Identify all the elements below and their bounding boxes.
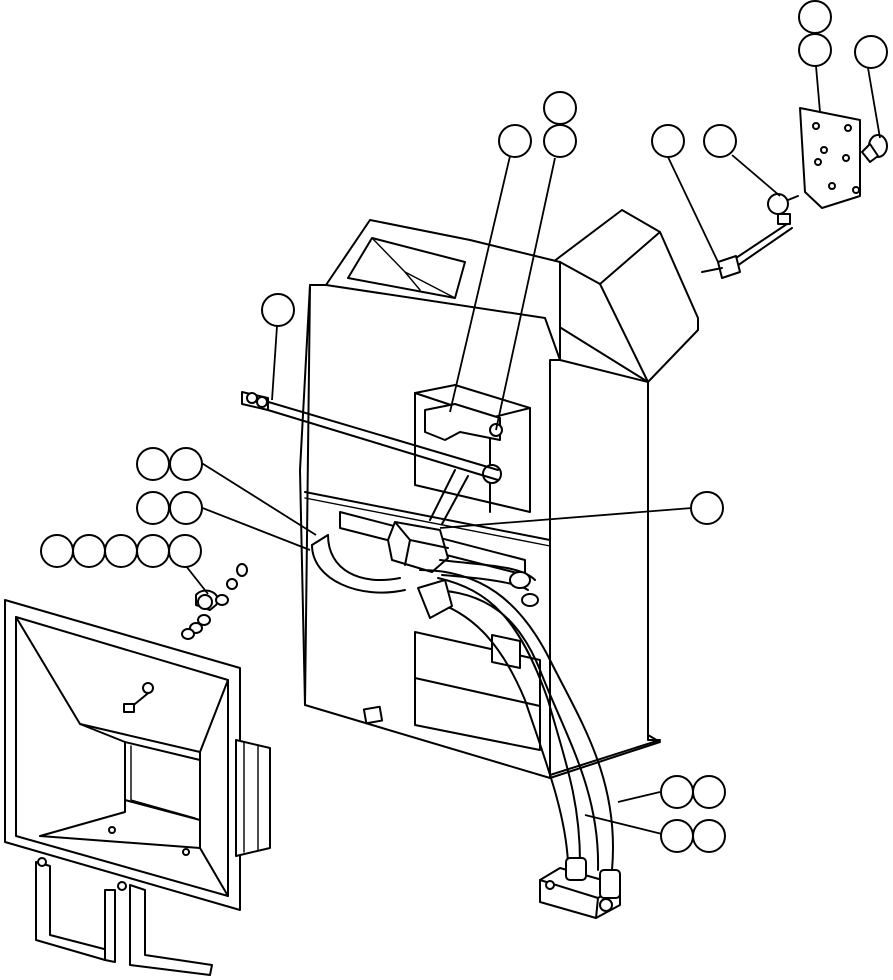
callout-bubble <box>692 819 726 853</box>
callout-bubble <box>692 775 726 809</box>
valve-assembly <box>339 511 526 576</box>
callout-bubble <box>703 124 737 158</box>
callout-bubble <box>854 35 888 69</box>
callout-bubble <box>498 124 532 158</box>
callout-bubble <box>261 293 295 327</box>
callout-bubble <box>169 447 203 481</box>
lower-panel <box>362 631 541 751</box>
callout-bubble <box>136 447 170 481</box>
callout-bubble <box>690 491 724 525</box>
bottom-valve-block <box>539 857 621 919</box>
callout-bubble <box>651 124 685 158</box>
callout-bubble <box>72 534 106 568</box>
callout-bubble <box>136 534 170 568</box>
control-box <box>414 384 531 525</box>
hose-assembly <box>311 534 614 871</box>
callout-bubble <box>543 124 577 158</box>
callout-bubble <box>543 91 577 125</box>
callout-bubble <box>136 491 170 525</box>
callout-bubble <box>660 819 694 853</box>
callout-bubble <box>798 0 832 34</box>
cover-plate <box>799 107 861 209</box>
callout-bubble <box>798 33 832 67</box>
leader-lines <box>185 65 881 835</box>
fastener-hardware <box>181 563 248 640</box>
callout-bubble <box>104 534 138 568</box>
callout-bubble <box>40 534 74 568</box>
callout-bubble <box>169 491 203 525</box>
hopper-assembly <box>4 599 271 976</box>
callout-bubble <box>660 775 694 809</box>
rod-assembly <box>241 391 499 481</box>
callout-bubbles <box>40 0 888 853</box>
knob <box>861 134 888 163</box>
callout-bubble <box>168 534 202 568</box>
sensor-assembly <box>701 193 799 279</box>
